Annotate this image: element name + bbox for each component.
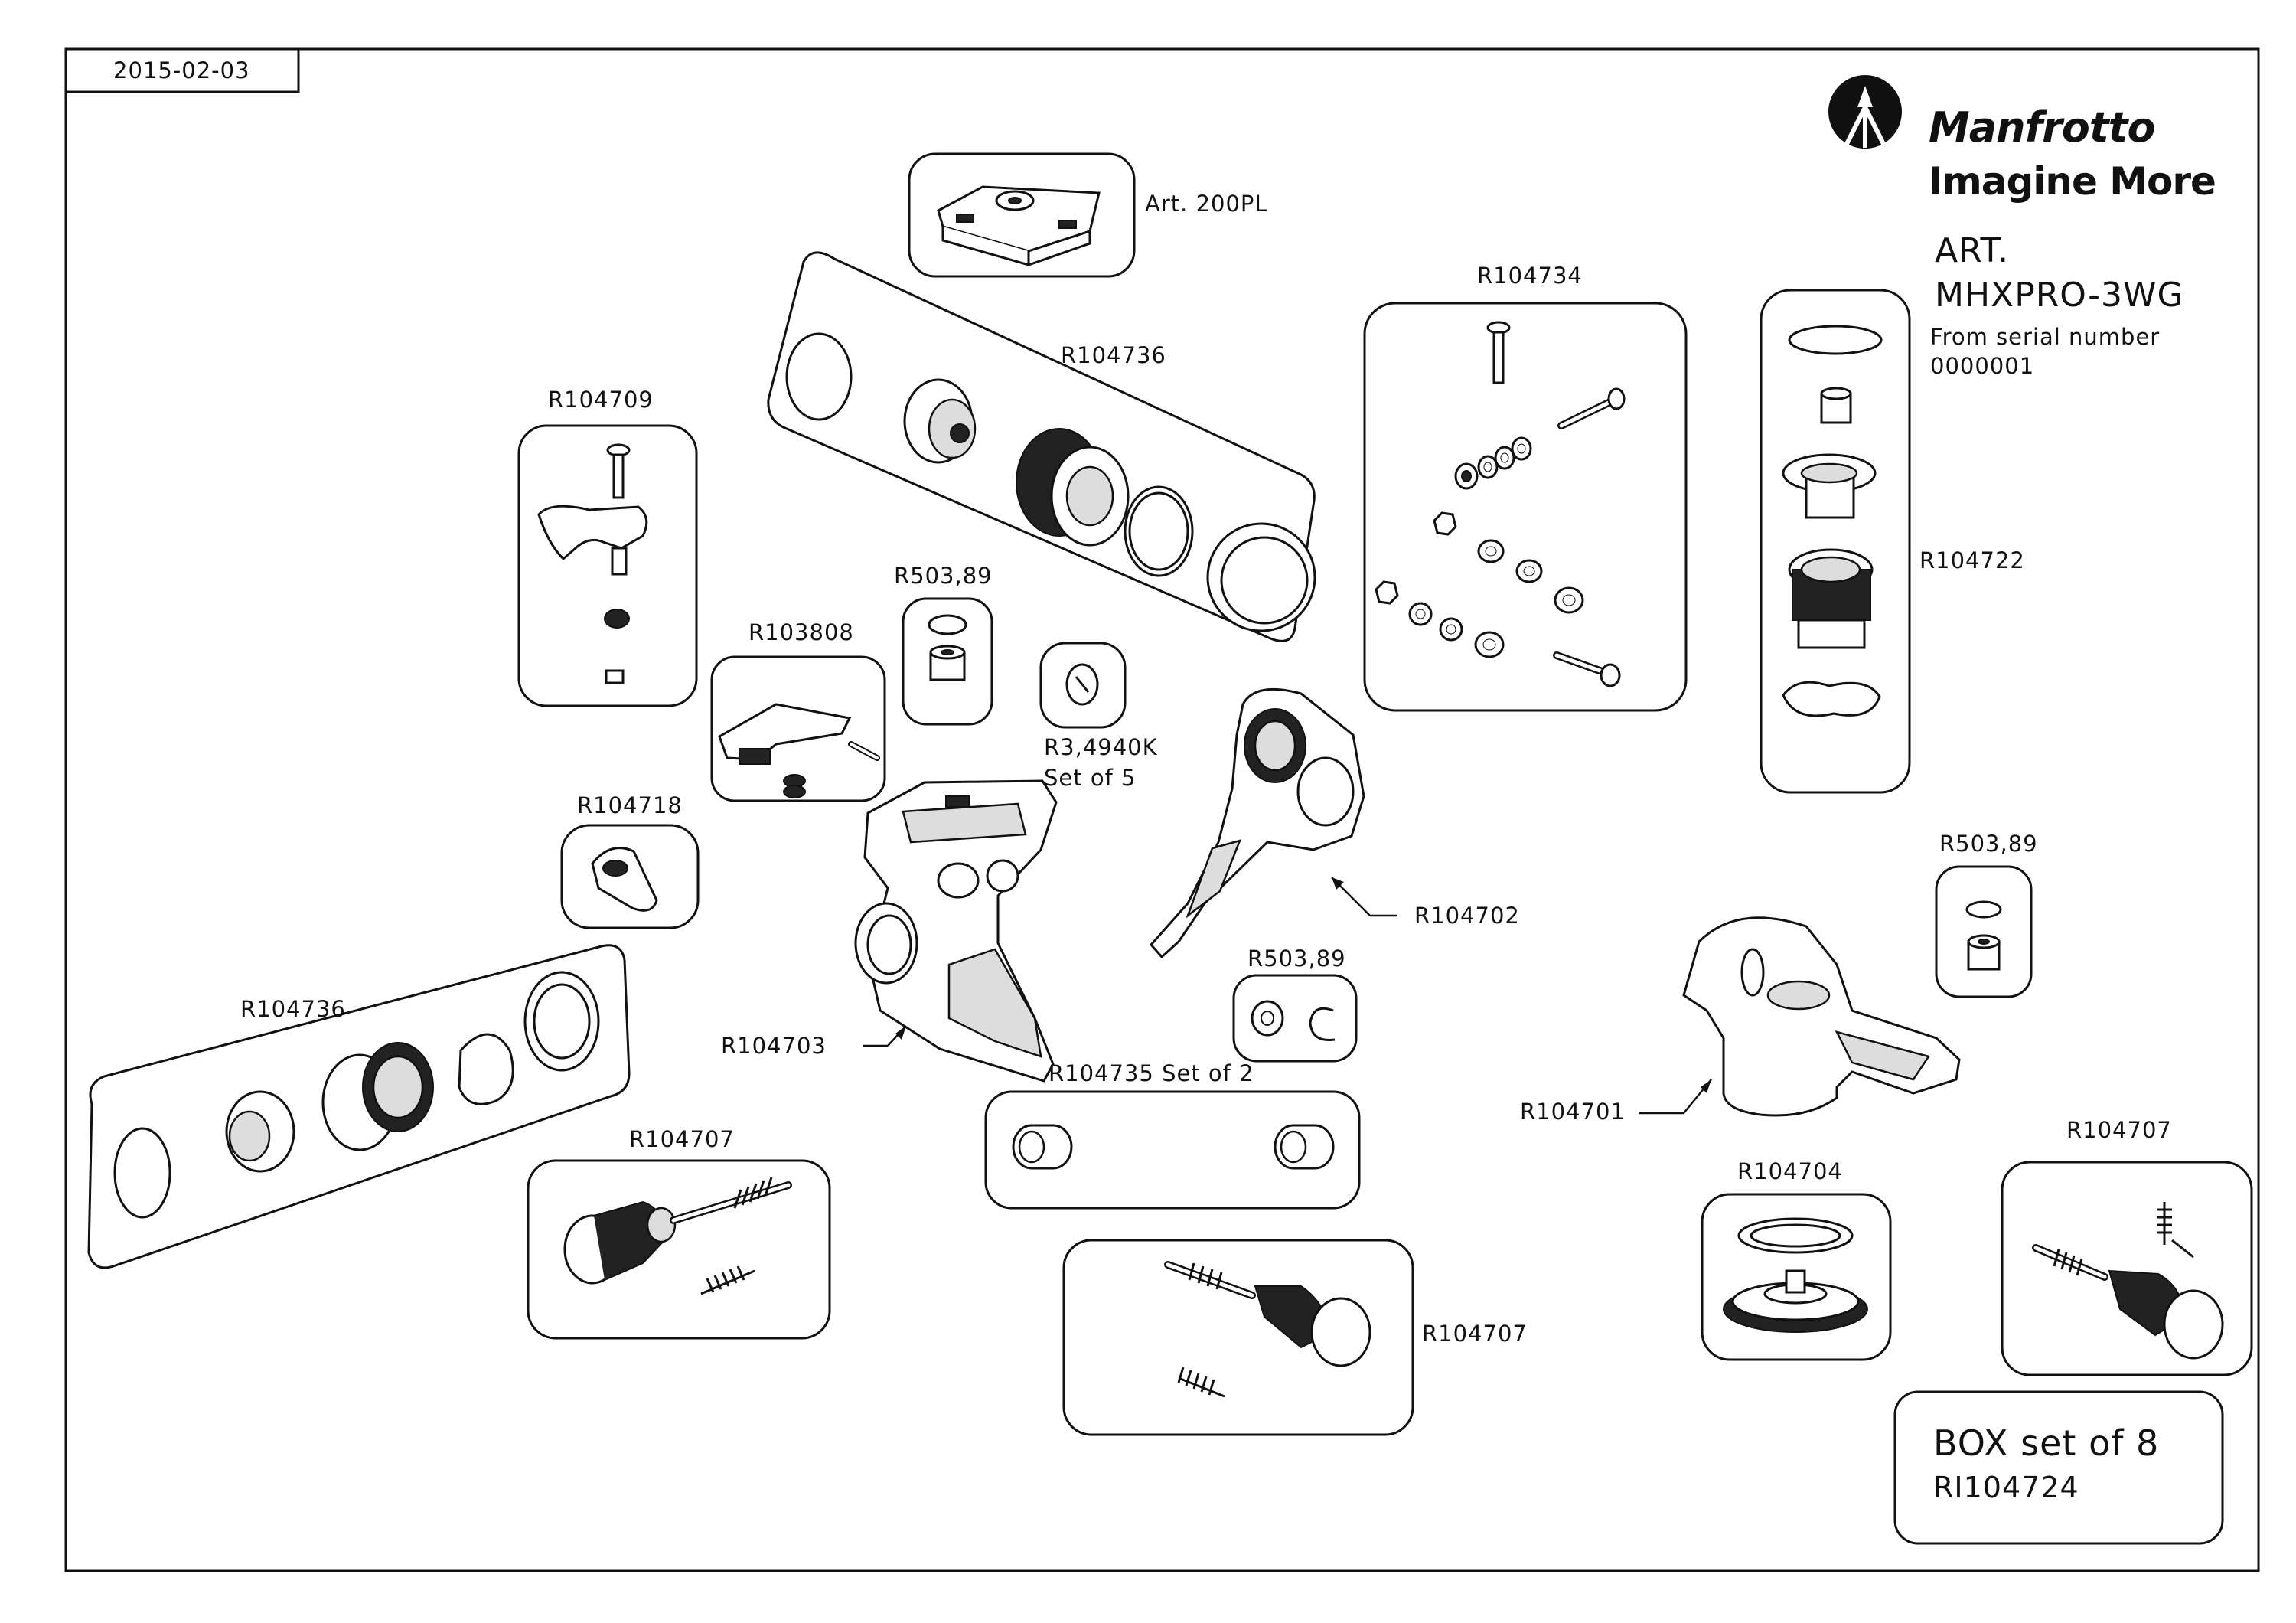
label-r503-upper: R503,89 — [894, 563, 993, 589]
label-r103808: R103808 — [748, 619, 854, 645]
label-r104735: R104735 Set of 2 — [1049, 1060, 1254, 1086]
label-r104718: R104718 — [577, 792, 683, 818]
part-r104734-group — [1363, 302, 1688, 712]
part-r104704-group — [1701, 1193, 1892, 1361]
part-r104718-group — [560, 824, 700, 929]
serial-line-2: 0000001 — [1930, 353, 2035, 379]
part-r104707-middle-group — [1062, 1239, 1414, 1436]
part-r104707-left-group — [527, 1159, 831, 1340]
part-r503-upper-group — [902, 597, 993, 726]
leader-lines — [863, 877, 1712, 1115]
label-r104722: R104722 — [1919, 547, 2025, 573]
brand-name: Manfrotto — [1929, 103, 2156, 152]
label-r104704: R104704 — [1737, 1158, 1843, 1184]
label-r3-4940k: R3,4940K — [1044, 734, 1158, 760]
label-r503-middle: R503,89 — [1247, 945, 1346, 972]
label-r104736-top: R104736 — [1061, 342, 1166, 368]
serial-line-1: From serial number — [1930, 324, 2161, 350]
label-r503-right: R503,89 — [1939, 831, 2038, 857]
label-r104707-left: R104707 — [629, 1126, 735, 1152]
box-set-title: BOX set of 8 — [1933, 1422, 2160, 1464]
box-set-panel — [1893, 1390, 2224, 1545]
article-label: ART. — [1935, 231, 2010, 270]
label-r104709: R104709 — [548, 387, 654, 413]
label-r104701: R104701 — [1520, 1099, 1626, 1125]
part-200pl-group — [908, 152, 1136, 278]
part-r104736-top-group — [767, 251, 1316, 642]
label-art-200pl: Art. 200PL — [1145, 191, 1268, 217]
part-r104707-right-group — [2001, 1161, 2253, 1376]
part-r104703-body — [854, 779, 1058, 1083]
part-r503-middle-group — [1232, 974, 1358, 1063]
label-r104734: R104734 — [1477, 263, 1583, 289]
part-r104701-body — [1682, 916, 1961, 1117]
label-r104736-left: R104736 — [240, 996, 346, 1022]
label-r104702: R104702 — [1414, 903, 1520, 929]
part-r104709-group — [517, 424, 698, 707]
date-box — [64, 47, 300, 93]
part-r3-4940k-group — [1039, 642, 1127, 729]
part-r104722-group — [1760, 289, 1911, 794]
box-set-code: RI104724 — [1933, 1471, 2079, 1504]
part-r104736-left-group — [87, 944, 631, 1269]
part-r104702-body — [1150, 688, 1365, 959]
article-code: MHXPRO-3WG — [1935, 276, 2184, 315]
label-r104703: R104703 — [721, 1033, 827, 1059]
label-set-of-5: Set of 5 — [1044, 765, 1137, 791]
part-r103808-group — [710, 655, 886, 802]
part-r104735-group — [984, 1090, 1361, 1210]
sheet-border — [64, 47, 2260, 1572]
label-r104707-middle: R104707 — [1422, 1321, 1528, 1347]
part-r503-right-group — [1935, 865, 2033, 998]
manfrotto-logo-icon — [1828, 75, 1902, 149]
label-r104707-right: R104707 — [2066, 1117, 2172, 1143]
date-label: 2015-02-03 — [113, 57, 250, 83]
brand-tagline: Imagine More — [1929, 159, 2216, 204]
